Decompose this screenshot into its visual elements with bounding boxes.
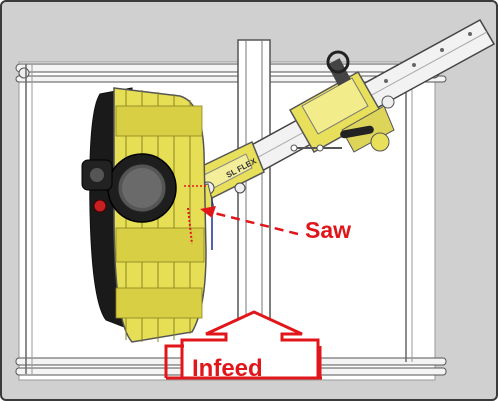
infeed-callout [164,310,322,380]
saw-blade-assembly [81,87,207,343]
handwheel-icon [326,50,350,74]
saw-label: Saw [305,217,352,243]
saw-callout-arrow [200,206,299,236]
clamp-lever [340,125,374,139]
arm-motor [288,50,395,154]
side-rails [25,64,413,374]
cut-marker [184,185,213,250]
infeed-label: Infeed [192,355,263,382]
stop-button-icon [93,199,107,213]
